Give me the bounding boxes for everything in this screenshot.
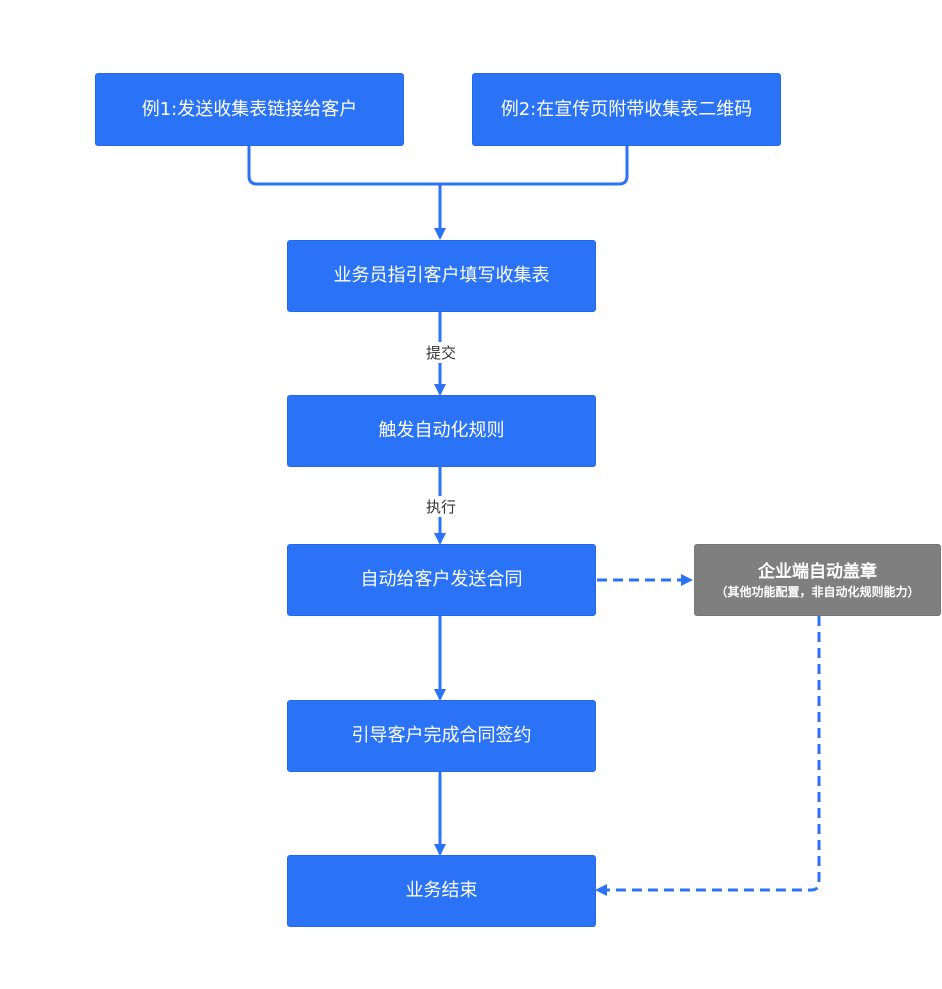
connector-example-2-to-guide-fill-form [440, 146, 629, 186]
example-2-label: 例2:在宣传页附带收集表二维码 [500, 98, 753, 120]
auto-send-contract-label: 自动给客户发送合同 [360, 569, 523, 591]
dashed-connector-enterprise-stamp-to-business-end [595, 616, 821, 896]
guide-fill-form-label: 业务员指引客户填写收集表 [333, 265, 550, 287]
guide-fill-form-node: 业务员指引客户填写收集表 [287, 240, 596, 312]
submit-edge-label: 提交 [423, 342, 459, 363]
guide-sign-label: 引导客户完成合同签约 [351, 725, 532, 747]
trigger-rule-node: 触发自动化规则 [287, 395, 596, 467]
business-end-node: 业务结束 [287, 855, 596, 927]
execute-edge-label: 执行 [423, 496, 459, 517]
enterprise-stamp-title: 企业端自动盖章 [758, 562, 877, 583]
auto-send-contract-node: 自动给客户发送合同 [287, 544, 596, 616]
example-1-label: 例1:发送收集表链接给客户 [141, 98, 358, 120]
guide-sign-node: 引导客户完成合同签约 [287, 700, 596, 772]
connector-example-1-to-guide-fill-form [247, 146, 446, 240]
enterprise-stamp-node: 企业端自动盖章 （其他功能配置，非自动化规则能力） [694, 544, 941, 616]
trigger-rule-label: 触发自动化规则 [378, 420, 505, 442]
example-1-node: 例1:发送收集表链接给客户 [95, 73, 404, 146]
example-2-node: 例2:在宣传页附带收集表二维码 [472, 73, 781, 146]
enterprise-stamp-note: （其他功能配置，非自动化规则能力） [715, 584, 920, 599]
business-end-label: 业务结束 [405, 880, 478, 902]
